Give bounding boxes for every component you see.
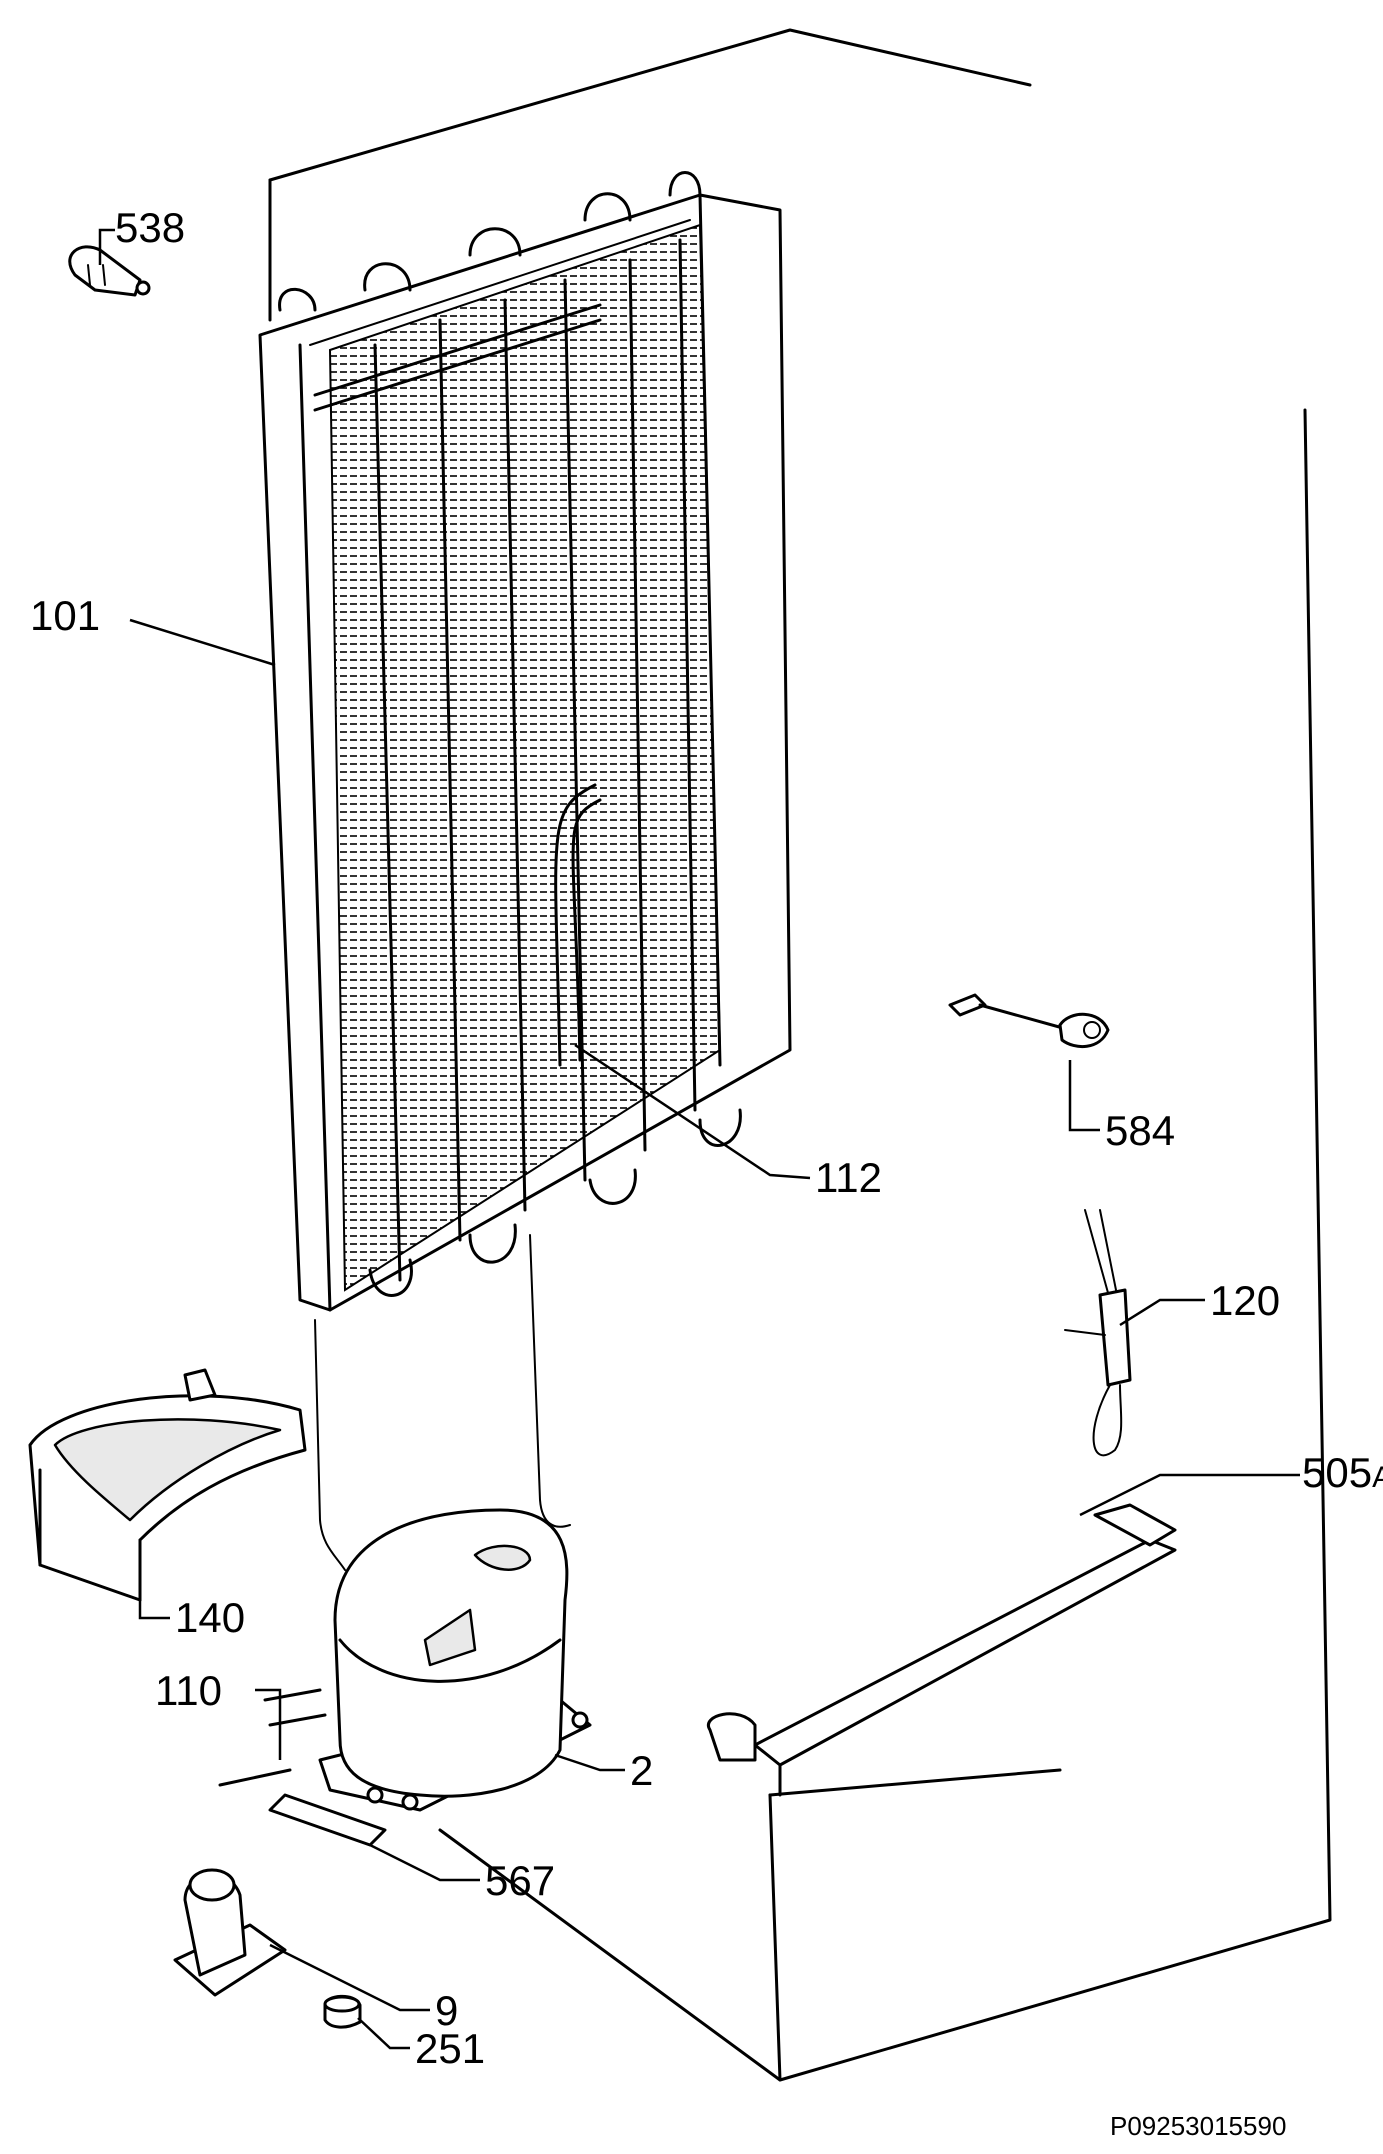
rail-505a bbox=[706, 1503, 1177, 1797]
compressor-2 bbox=[318, 1508, 592, 1812]
label-110: 110 bbox=[155, 1667, 222, 1714]
bracket-9 bbox=[173, 1868, 287, 1997]
plate-567 bbox=[268, 1793, 387, 1847]
label-538: 538 bbox=[115, 204, 185, 251]
label-251: 251 bbox=[415, 2025, 485, 2072]
plug-251 bbox=[323, 1994, 362, 2029]
condenser bbox=[258, 171, 792, 1571]
label-101: 101 bbox=[30, 592, 100, 639]
drip-tray-140 bbox=[28, 1368, 307, 1602]
label-120: 120 bbox=[1210, 1277, 1280, 1324]
label-140: 140 bbox=[175, 1594, 245, 1641]
sensor-584 bbox=[948, 993, 1110, 1049]
clip-538 bbox=[68, 245, 151, 297]
drawing-code: P09253015590 bbox=[1110, 2111, 1286, 2141]
probe-120 bbox=[1064, 1209, 1132, 1457]
leader-lines bbox=[98, 228, 1300, 2050]
label-112: 112 bbox=[815, 1154, 882, 1201]
label-584: 584 bbox=[1105, 1107, 1175, 1154]
label-567: 567 bbox=[485, 1857, 555, 1904]
cabinet-outline bbox=[268, 28, 1332, 2082]
pins-110 bbox=[218, 1688, 327, 1787]
label-2: 2 bbox=[630, 1747, 653, 1794]
label-505: 505A bbox=[1302, 1449, 1383, 1496]
label-9: 9 bbox=[435, 1987, 458, 2034]
